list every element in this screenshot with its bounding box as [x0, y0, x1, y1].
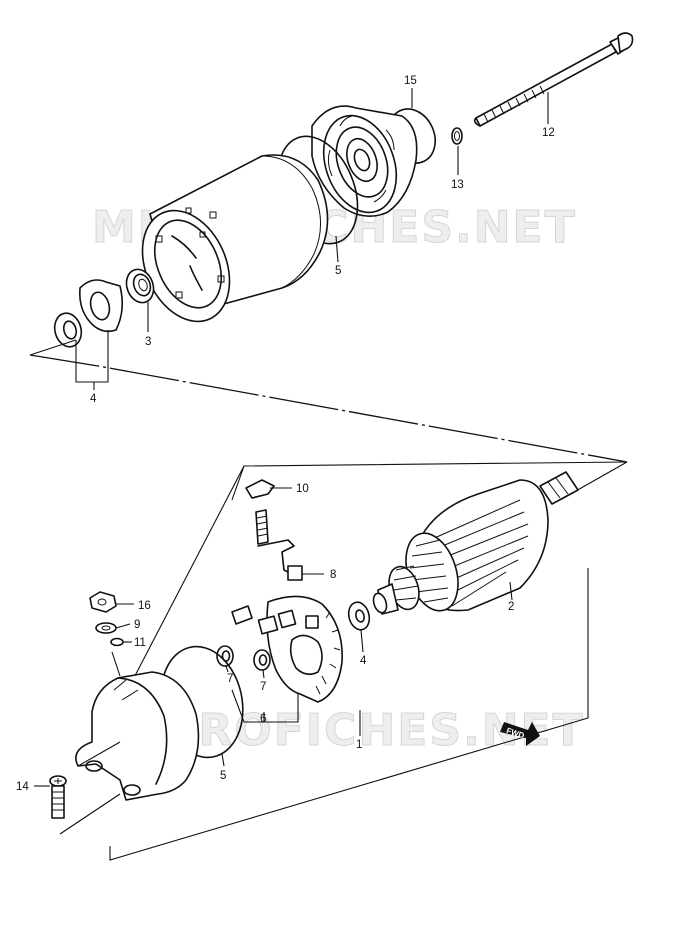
brush-block [231, 605, 253, 625]
callout-16: 16 [138, 600, 151, 612]
group-frame-top [231, 461, 628, 501]
leader-6 [231, 689, 299, 723]
yoke-housing [141, 154, 329, 323]
callout-3: 3 [145, 336, 151, 348]
armature [372, 471, 579, 615]
leader-4-top [29, 330, 109, 390]
leader-4-bottom [360, 629, 364, 653]
callout-4-top: 4 [90, 393, 97, 405]
front-end-cover [75, 671, 200, 801]
leader-2 [509, 581, 513, 601]
washer-13 [451, 127, 463, 145]
callout-6: 6 [260, 713, 266, 725]
thrust-washer [53, 312, 83, 348]
callout-2: 2 [508, 601, 514, 613]
rear-end-cover [311, 105, 418, 217]
callout-11: 11 [134, 637, 146, 649]
leader-7-b [262, 669, 265, 679]
callout-8: 8 [330, 569, 336, 581]
plate-washer [78, 279, 124, 333]
callout-7-a: 7 [227, 673, 233, 685]
leader-7-a [225, 665, 229, 673]
callout-5-top: 5 [335, 265, 341, 277]
leader-cover-dash [59, 741, 121, 835]
assembly-bracket-bottom [109, 568, 589, 861]
callout-4-bottom: 4 [360, 655, 367, 667]
callout-15: 15 [404, 75, 417, 87]
brush-10 [245, 479, 275, 499]
callout-1: 1 [356, 739, 362, 751]
callout-13: 13 [451, 179, 464, 191]
callout-5-bottom: 5 [220, 770, 226, 782]
brush-lead-8 [255, 509, 303, 581]
leader-5-top [335, 235, 339, 263]
leader-nut-group [111, 651, 121, 677]
callout-12: 12 [542, 127, 555, 139]
washer-4-bottom [347, 601, 371, 631]
callout-10: 10 [296, 483, 309, 495]
bearing-7-b [253, 649, 271, 671]
brush-holder-plate [257, 595, 343, 703]
assembly-line-upper [29, 354, 628, 463]
callout-9: 9 [134, 619, 140, 631]
bearing-3 [125, 268, 155, 304]
washer-9 [95, 622, 117, 634]
leader-5-bottom [221, 753, 225, 767]
through-bolt [473, 32, 634, 127]
screw-14 [49, 775, 67, 819]
leader-9 [115, 623, 131, 629]
callout-7-b: 7 [260, 681, 266, 693]
nut-16 [89, 591, 117, 613]
callout-14: 14 [16, 781, 29, 793]
washer-11 [110, 637, 124, 647]
